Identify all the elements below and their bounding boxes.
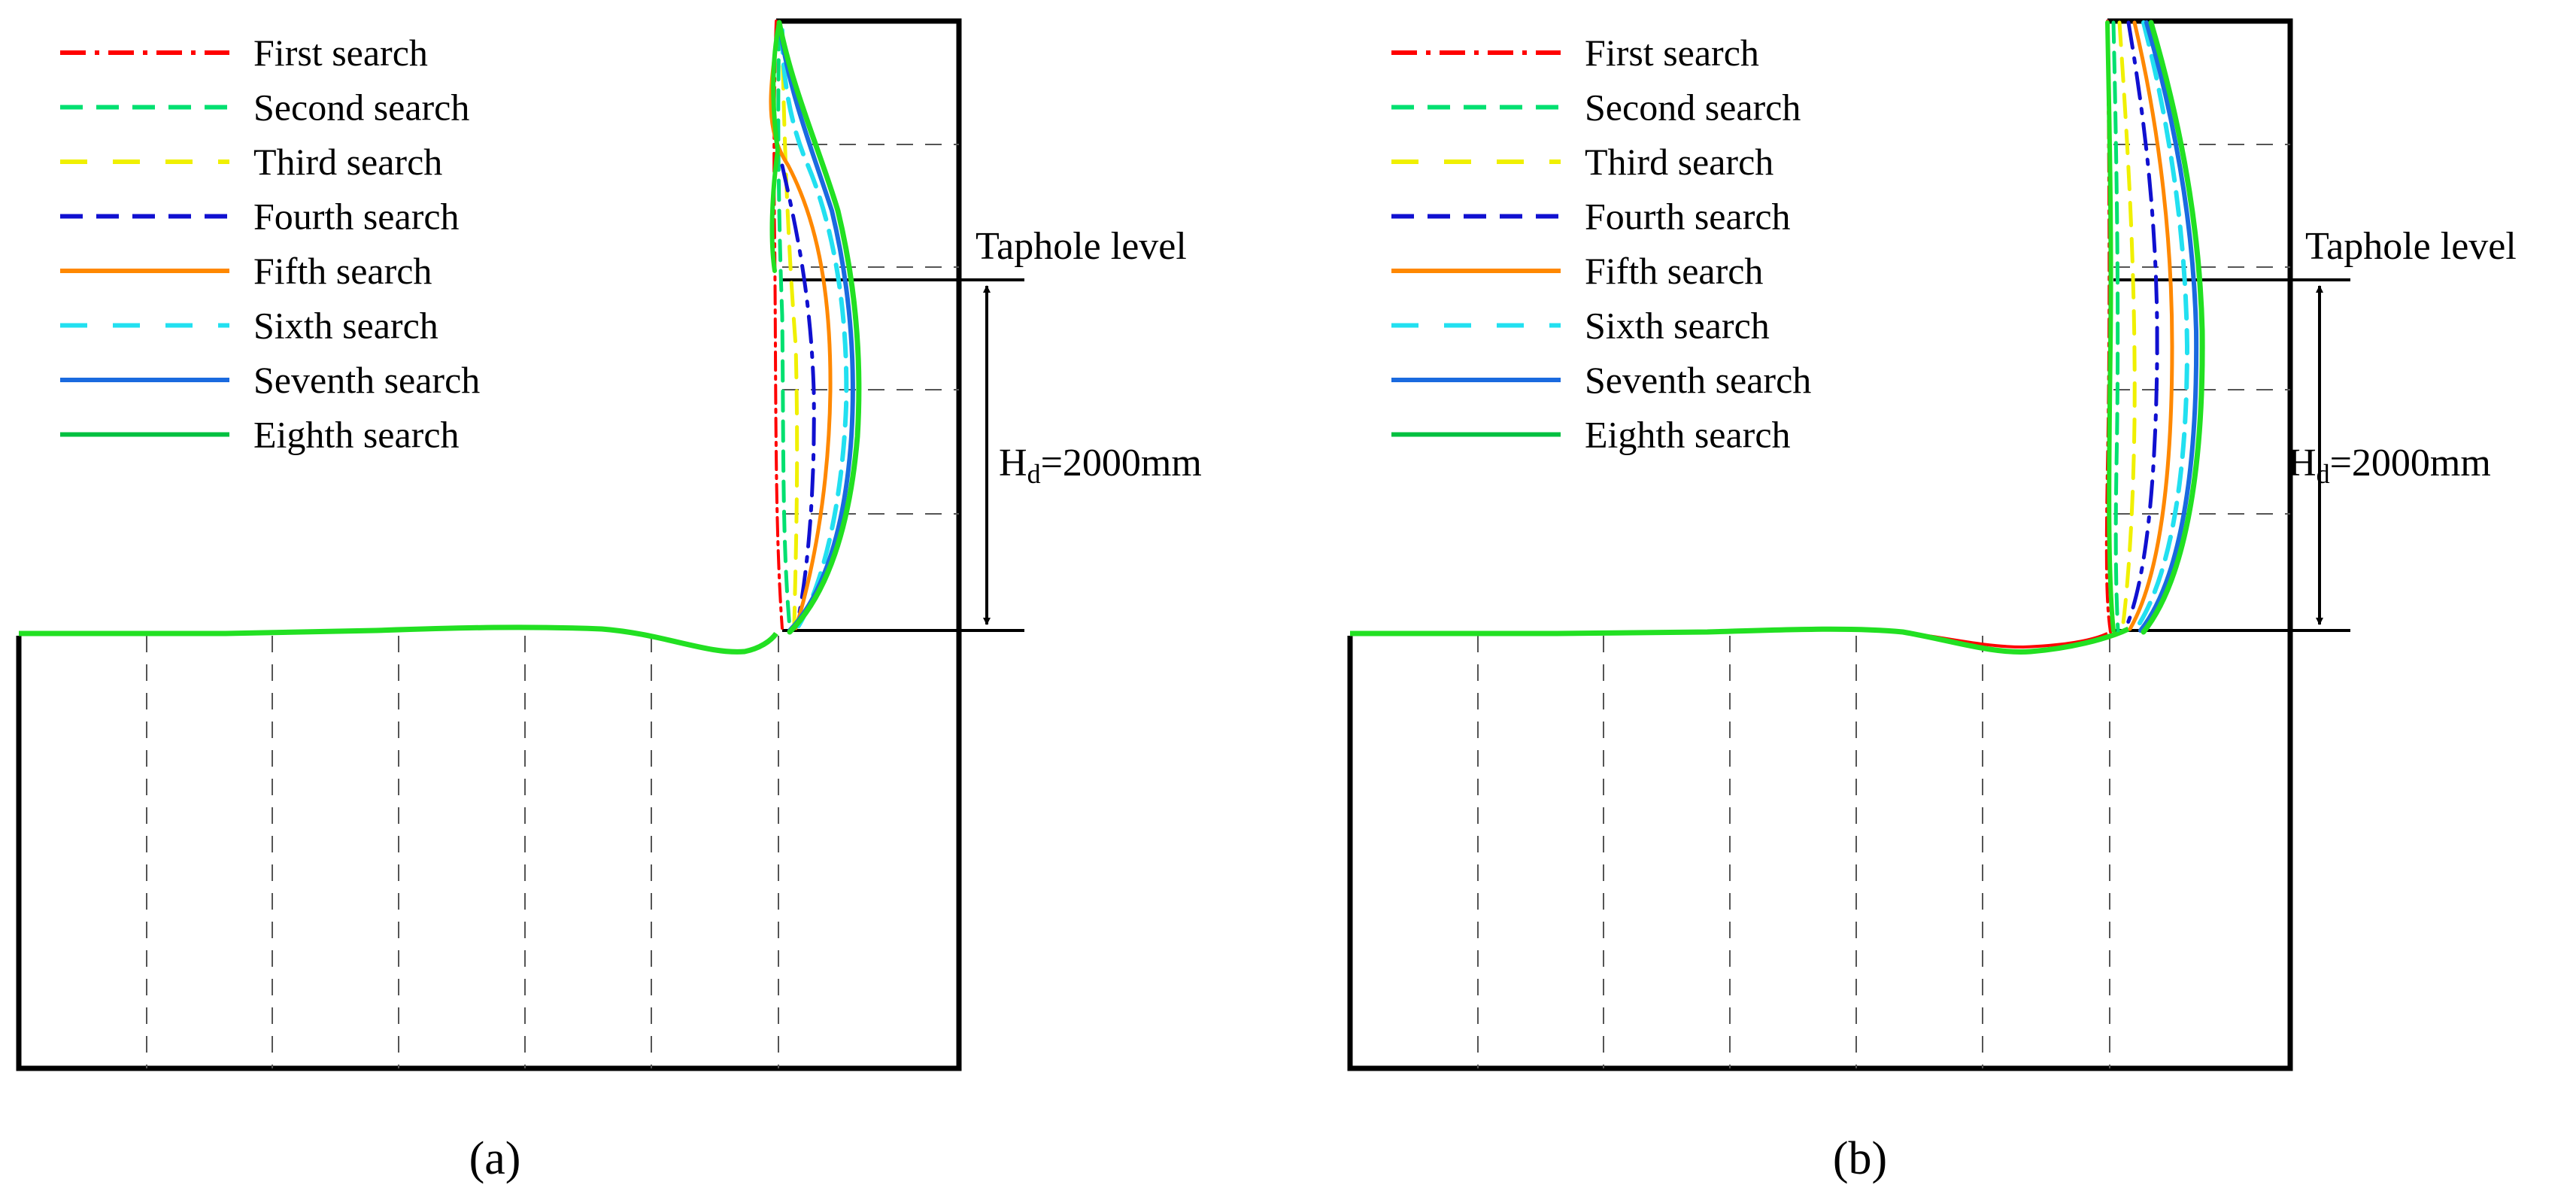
legend-label: Sixth search bbox=[1585, 305, 1770, 347]
legend-label: Third search bbox=[1585, 141, 1773, 183]
bottom-erosion-curve-green bbox=[19, 624, 778, 655]
curve-sixth bbox=[2134, 20, 2190, 631]
curve-sixth bbox=[780, 28, 849, 630]
height-label: Hd=2000mm bbox=[999, 442, 1202, 489]
legend-label: Seventh search bbox=[253, 359, 480, 401]
legend-label: First search bbox=[253, 32, 428, 74]
legend-label: Fourth search bbox=[253, 196, 460, 238]
curve-seventh bbox=[777, 20, 855, 633]
legend-label: Sixth search bbox=[253, 305, 438, 347]
curve-fifth bbox=[2128, 20, 2174, 631]
legend-label: Second search bbox=[253, 87, 469, 129]
legend-label: First search bbox=[1585, 32, 1759, 74]
hearth-outline bbox=[1347, 18, 2293, 1071]
legend-label: Third search bbox=[253, 141, 442, 183]
curve-eighth-left bbox=[2105, 20, 2116, 633]
height-label: Hd=2000mm bbox=[2288, 442, 2491, 489]
curve-third bbox=[2117, 20, 2137, 631]
bottom-grid-lines bbox=[1477, 636, 2110, 1068]
wall-erosion-curves bbox=[769, 20, 862, 635]
legend-label: Fifth search bbox=[1585, 250, 1763, 292]
panel-b-caption: (b) bbox=[1833, 1133, 1887, 1184]
taphole-level-label: Taphole level bbox=[975, 225, 1187, 268]
curve-eighth bbox=[776, 20, 862, 635]
legend-label: Seventh search bbox=[1585, 359, 1811, 401]
curve-third bbox=[780, 28, 800, 627]
curve-eighth bbox=[2141, 20, 2205, 635]
curve-second bbox=[2111, 20, 2120, 633]
curve-seventh bbox=[2138, 20, 2199, 633]
wall-erosion-curves bbox=[2104, 20, 2205, 635]
curve-fourth bbox=[780, 163, 816, 627]
legend-label: Fifth search bbox=[253, 250, 432, 292]
bottom-grid-lines bbox=[146, 636, 779, 1068]
wall-grid-lines bbox=[2113, 144, 2290, 515]
hearth-outline bbox=[16, 18, 962, 1071]
legend-label: Fourth search bbox=[1585, 196, 1791, 238]
legend-label: Eighth search bbox=[253, 414, 460, 456]
legend-label: Second search bbox=[1585, 87, 1801, 129]
taphole-level-label: Taphole level bbox=[2305, 225, 2517, 268]
panel-a-caption: (a) bbox=[469, 1133, 521, 1184]
curve-second bbox=[776, 28, 792, 630]
curve-eighth-left bbox=[769, 20, 781, 273]
curve-fourth bbox=[2123, 20, 2159, 631]
legend-label: Eighth search bbox=[1585, 414, 1791, 456]
bottom-erosion-curve-green bbox=[1350, 626, 2130, 655]
